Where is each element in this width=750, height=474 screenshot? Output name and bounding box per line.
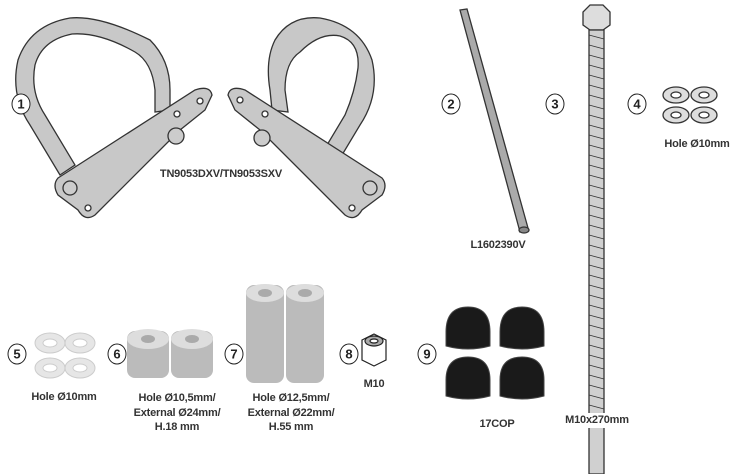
item-number-1: 1 <box>11 93 31 115</box>
short-spacers-illustration <box>127 329 213 378</box>
item-8-label: M10 <box>363 378 385 390</box>
item-number-2: 2 <box>441 93 461 115</box>
lock-washers-illustration <box>662 86 718 124</box>
item-6-label: Hole Ø10,5mm/ External Ø24mm/ H.18 mm <box>134 391 221 435</box>
cap-nuts-illustration <box>445 306 545 400</box>
item-4-label: Hole Ø10mm <box>664 138 730 150</box>
bracket-left-illustration <box>227 17 386 219</box>
item-number-6: 6 <box>107 343 127 365</box>
item-7-label-line-3: H.55 mm <box>268 421 314 433</box>
nut-illustration <box>361 333 387 367</box>
item-number-3: 3 <box>545 93 565 115</box>
item-6-label-line-2: External Ø24mm/ <box>133 406 221 419</box>
item-number-9: 9 <box>417 343 437 365</box>
item-7-label-line-1: Hole Ø12,5mm/ <box>252 392 330 404</box>
item-number-7: 7 <box>224 343 244 365</box>
item-2-label: L1602390V <box>470 239 526 251</box>
long-spacers-illustration <box>246 284 324 383</box>
item-number-5: 5 <box>7 343 27 365</box>
bolt-illustration <box>582 4 611 474</box>
item-5-label: Hole Ø10mm <box>31 391 97 403</box>
item-7-label: Hole Ø12,5mm/ External Ø22mm/ H.55 mm <box>248 391 335 435</box>
flat-washers-illustration <box>34 332 96 379</box>
item-3-label: M10x270mm <box>565 413 629 428</box>
item-number-4: 4 <box>627 93 647 115</box>
item-6-label-line-1: Hole Ø10,5mm/ <box>138 392 216 404</box>
item-6-label-line-3: H.18 mm <box>154 421 200 433</box>
item-number-8: 8 <box>339 343 359 365</box>
item-7-label-line-2: External Ø22mm/ <box>247 406 335 419</box>
item-9-label: 17COP <box>479 418 515 430</box>
item-1-label: TN9053DXV/TN9053SXV <box>159 168 283 180</box>
bracket-right-illustration <box>15 17 213 219</box>
tube-illustration <box>459 8 529 233</box>
